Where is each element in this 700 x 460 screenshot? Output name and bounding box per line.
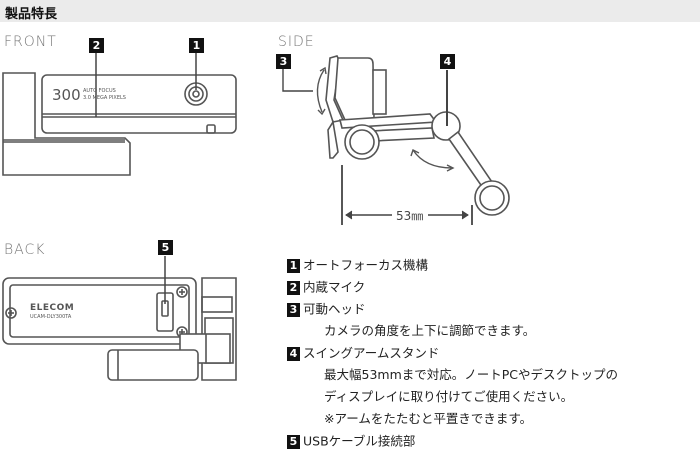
- camera-brand: ELECOM: [30, 303, 75, 313]
- camera-model: UCAM-DLY300TA: [30, 314, 72, 320]
- section-header: 製品特長: [0, 0, 700, 22]
- feature-description: ディスプレイに取り付けてご使用ください。: [324, 389, 574, 404]
- section-title: 製品特長: [5, 7, 58, 22]
- side-view-label: SIDE: [278, 34, 315, 50]
- feature-title: USBケーブル接続部: [303, 433, 416, 449]
- feature-title: 可動ヘッド: [303, 301, 366, 317]
- camera-spec-line2: 3.0 MEGA PIXELS: [83, 95, 126, 101]
- feature-number: 4: [287, 346, 300, 361]
- feature-description: 最大幅53mmまで対応。ノートPCやデスクトップの: [324, 367, 619, 382]
- camera-model-number: 300: [52, 86, 81, 104]
- back-camera-illustration: [2, 256, 237, 381]
- callout-badge-1: 1: [189, 38, 204, 53]
- feature-title: オートフォーカス機構: [303, 257, 429, 273]
- callout-badge-5: 5: [158, 240, 173, 255]
- feature-number: 2: [287, 280, 300, 295]
- feature-description: ※アームをたたむと平置きできます。: [324, 411, 533, 426]
- callout-badge-3: 3: [276, 54, 291, 69]
- front-view-label: FRONT: [4, 34, 57, 50]
- camera-spec-line1: AUTO FOCUS: [83, 88, 116, 94]
- callout-badge-2: 2: [89, 38, 104, 53]
- back-view-label: BACK: [4, 242, 46, 258]
- feature-title: スイングアームスタンド: [303, 345, 440, 361]
- arm-width-dimension: 53㎜: [396, 209, 424, 223]
- callout-badge-4: 4: [440, 54, 455, 69]
- front-camera-illustration: [2, 52, 237, 176]
- feature-number: 3: [287, 302, 300, 317]
- feature-title: 内蔵マイク: [303, 279, 366, 295]
- side-camera-illustration: [282, 55, 510, 225]
- feature-number: 5: [287, 434, 300, 449]
- feature-number: 1: [287, 258, 300, 273]
- feature-description: カメラの角度を上下に調節できます。: [324, 323, 536, 338]
